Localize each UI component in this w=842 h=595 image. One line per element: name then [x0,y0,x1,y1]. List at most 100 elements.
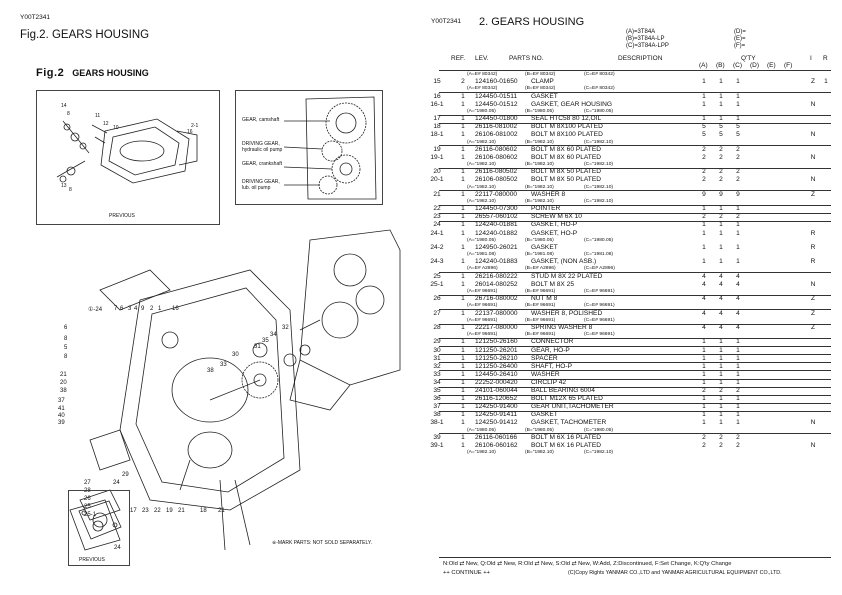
section-title: 2. GEARS HOUSING [479,16,585,28]
page-code: Y00T2341 [431,18,461,25]
serial-note-b: (B="1980.05) [525,427,554,433]
cell-ref: 18-1 [430,131,444,139]
table-serial-note: (A="1981.08)(B="1981.08)(C="1981.08) [421,252,842,259]
cell-lev: 1 [461,115,465,123]
cell-ref: 16-1 [430,100,444,108]
callout: 26 [84,496,91,502]
cell-part: 26216-080222 [475,272,518,280]
cell-a: 1 [702,395,706,403]
cell-part: 26106-080602 [475,153,518,161]
previous-label-2: PREVIOUS [79,557,105,563]
cell-desc: GASKET, HO-P [531,229,578,237]
row-divider [439,410,831,412]
cell-ref: 24-1 [430,229,444,237]
cell-ref: 32 [433,362,441,370]
serial-note-a: (A="1982.10) [467,184,496,190]
row-divider [439,92,831,94]
callout: 1 [158,306,162,312]
cell-b: 2 [719,176,723,184]
cell-b: 1 [719,354,723,362]
serial-note-a: (A=E# 96691) [467,288,498,294]
qty-a: (A) [699,62,708,69]
cell-c: 2 [736,441,740,449]
cell-lev: 1 [461,100,465,108]
callout: 32 [282,325,289,331]
serial-note-c: (C="1980.05) [584,237,614,243]
cell-i: R [810,229,816,237]
table-serial-note: (A="1982.10)(B="1982.10)(C="1982.10) [421,199,842,206]
cell-lev: 1 [461,131,465,139]
svg-text:8: 8 [67,111,70,117]
cell-lev: 1 [461,168,465,176]
serial-note-c: (C=E# 80342) [584,86,615,92]
callout: 8 [64,336,68,342]
serial-note-a: (A="1982.10) [467,450,496,455]
row-divider [439,346,831,348]
cell-a: 1 [702,78,706,86]
change-legend: N:Old ⇄ New, Q:Old ⇄ New, R:Old ⇄ New, S… [443,561,732,567]
cell-b: 1 [719,100,723,108]
table-serial-note: (A="1980.05)(B="1980.05)(C="1980.05) [421,238,842,245]
cell-desc: NUT M 8 [531,295,558,303]
gear-label-lub-oil: DRIVING GEAR, lub. oil pump [242,179,280,191]
cell-a: 1 [702,243,706,251]
cell-lev: 1 [461,378,465,386]
callout: 18 [200,508,207,514]
callout: 8 [64,354,68,360]
header-rule [439,70,831,71]
row-divider [439,294,831,296]
cell-c: 2 [736,168,740,176]
cell-a: 2 [702,213,706,221]
serial-note-b: (B=E# 96691) [525,303,556,309]
qty-b: (B) [716,62,725,69]
svg-text:13: 13 [61,183,67,189]
cell-desc: BOLT M 8X 25 [531,280,575,288]
cell-desc: BALL BEARING 6004 [531,387,595,394]
cell-part: 124250-91412 [475,419,518,427]
callout: 4 [134,306,138,312]
serial-note-c: (C=E# 96691) [584,288,615,294]
col-parts: PARTS NO. [509,55,544,62]
previous-label-1: PREVIOUS [109,213,135,219]
cell-i: R [810,258,816,266]
callout: 28 [84,488,91,494]
cell-a: 4 [702,309,706,317]
cell-b: 1 [719,92,723,100]
cell-c: 1 [736,338,740,346]
cell-b: 1 [719,346,723,354]
serial-note-a: (A="1980.05) [467,427,496,433]
table-serial-note: (A="1980.05)(B="1980.05)(C="1980.05) [421,109,842,116]
cell-ref: 17 [433,115,441,123]
serial-note-a: (A="1982.10) [467,162,496,167]
cell-desc: SPACER [531,354,558,362]
cell-desc: GEAR, HO-P [531,346,570,354]
cell-a: 1 [702,221,706,229]
cell-b: 1 [719,78,723,86]
cell-i: N [810,280,816,288]
cell-c: 2 [736,387,740,394]
cell-c: 1 [736,395,740,403]
svg-text:11: 11 [95,113,100,119]
callout-1-24: ①-24 [88,307,103,313]
cell-part: 124250-91411 [475,411,518,419]
serial-note-b: (B="1982.10) [525,184,554,190]
serial-note-c: (C="1982.10) [584,139,614,145]
callout: 31 [254,344,261,350]
cell-c: 1 [736,258,740,266]
col-lev: LEV. [475,55,489,62]
gear-label-camshaft: GEAR, camshaft [242,117,280,123]
cell-a: 5 [702,123,706,131]
row-divider [439,378,831,380]
serial-note-c: (C="1982.10) [584,162,614,167]
cell-b: 1 [719,403,723,411]
cell-i: N [810,441,816,449]
cell-desc: GASKET, HO-P [531,221,578,229]
callout: 39 [58,420,65,426]
row-divider [439,145,831,147]
cell-desc: GASKET [531,243,558,251]
